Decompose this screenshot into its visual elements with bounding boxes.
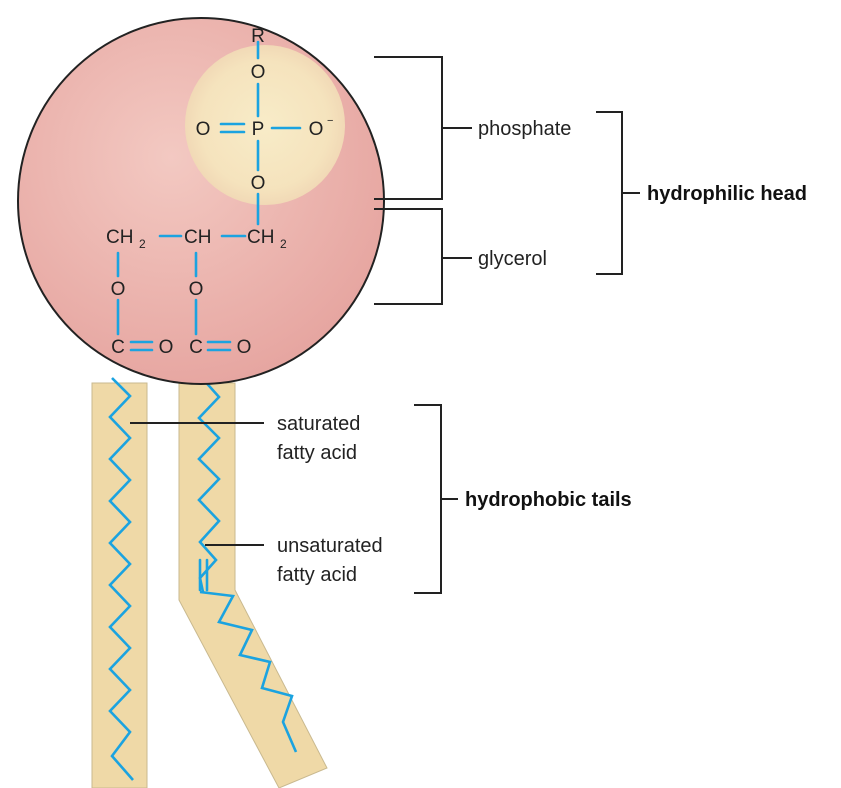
glycerol-bracket — [374, 209, 442, 304]
hydrophilic-head-bracket — [596, 112, 622, 274]
head-circle — [18, 18, 384, 384]
atom-o-top: O — [251, 62, 266, 83]
atom-ch2-left: CH — [106, 227, 133, 248]
atom-o-bridge: O — [251, 173, 266, 194]
label-unsaturated-line1: unsaturated — [277, 535, 383, 557]
label-hydrophilic-head: hydrophilic head — [647, 183, 807, 205]
label-phosphate: phosphate — [478, 118, 571, 140]
atom-o-ester-left: O — [111, 279, 126, 300]
saturated-tail-band — [92, 383, 147, 788]
atom-o-carbonyl-left: O — [159, 337, 174, 358]
atom-c-left: C — [111, 337, 125, 358]
label-saturated-line2: fatty acid — [277, 442, 357, 464]
label-hydrophobic-tails: hydrophobic tails — [465, 489, 632, 511]
hydrophilic-head-circle — [18, 18, 384, 384]
atom-r: R — [251, 26, 265, 47]
phosphate-bracket — [374, 57, 442, 199]
negative-charge: − — [327, 115, 333, 127]
hydrophobic-tails-bracket — [414, 405, 441, 593]
atom-o-double: O — [196, 119, 211, 140]
atom-ch-mid: CH — [184, 227, 211, 248]
label-glycerol: glycerol — [478, 248, 547, 270]
label-unsaturated-line2: fatty acid — [277, 564, 357, 586]
atom-o-negative: O — [309, 119, 324, 140]
atom-o-carbonyl-mid: O — [237, 337, 252, 358]
atom-ch2-right: CH — [247, 227, 274, 248]
label-saturated-line1: saturated — [277, 413, 360, 435]
subscript-2-right: 2 — [280, 237, 287, 251]
atom-o-ester-mid: O — [189, 279, 204, 300]
atom-c-mid: C — [189, 337, 203, 358]
atom-p: P — [252, 119, 265, 140]
subscript-2-left: 2 — [139, 237, 146, 251]
